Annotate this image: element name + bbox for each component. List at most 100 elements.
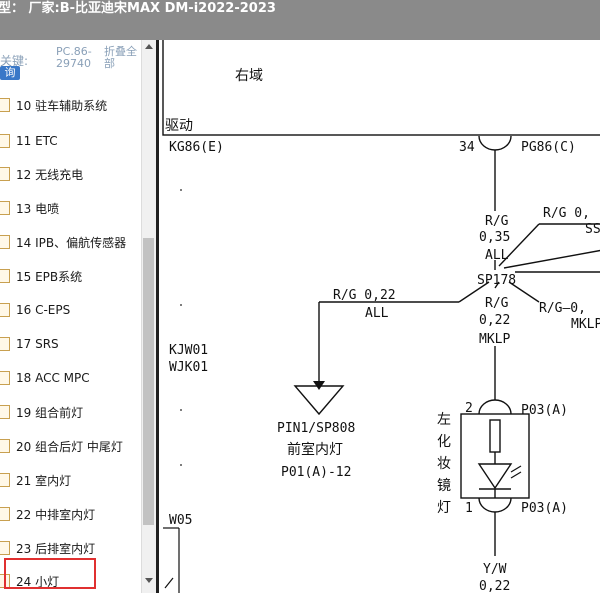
wire-mklp-right: MKLP: [571, 317, 600, 332]
circuit-tree-sidebar: 关键: 询 PC.86-29740 折叠全部 10 驻车辅助系统 11 ETC …: [0, 40, 156, 593]
wire-rg-mid: R/G: [485, 296, 509, 311]
window-title-bar: 型： 厂家:B-比亚迪宋MAX DM-i2022-2023: [0, 0, 600, 40]
wire-diag-up-right: [498, 223, 540, 267]
wire-all-left: ALL: [365, 306, 389, 321]
wire-rg-right-top: R/G 0,: [543, 206, 590, 221]
wire-yw-gauge: 0,22: [479, 579, 510, 593]
wiring-diagram-svg: 右域 驱动 KG86(E) 34 PG86(C) R/G 0,35 ALL R/…: [162, 40, 600, 593]
tree-item-21[interactable]: 21 室内灯: [0, 463, 140, 497]
tree-item-18[interactable]: 18 ACC MPC: [0, 361, 140, 395]
wire-gauge-mid: 0,22: [479, 313, 510, 328]
scrollbar-thumb[interactable]: [143, 238, 154, 525]
folder-icon: [0, 235, 10, 249]
tree-item-12[interactable]: 12 无线充电: [0, 157, 140, 191]
grid-dot: [180, 189, 182, 191]
wire-gauge-035: 0,35: [479, 230, 510, 245]
tree-item-label: 13 电喷: [16, 201, 60, 216]
led-ray-2: [510, 471, 522, 479]
pin-1-label: 1: [465, 501, 473, 516]
sidebar-scrollbar[interactable]: [141, 40, 156, 593]
tree-item-label: 19 组合前灯: [16, 405, 84, 420]
ground-w05-mark: [164, 577, 174, 589]
connector-pg86: PG86(C): [521, 140, 576, 155]
led-triangle: [477, 463, 513, 490]
tree-item-22[interactable]: 22 中排室内灯: [0, 497, 140, 531]
tree-item-15[interactable]: 15 EPB系统: [0, 259, 140, 293]
tree-item-19[interactable]: 19 组合前灯: [0, 395, 140, 429]
wire-color-rg: R/G: [485, 214, 509, 229]
tree-item-14[interactable]: 14 IPB、偏航传感器: [0, 225, 140, 259]
tree-item-label: 15 EPB系统: [16, 269, 83, 284]
wire-diag-left: [458, 281, 490, 303]
wire-to-right-ss: [503, 249, 600, 269]
search-row: 关键: 询 PC.86-29740 折叠全部: [0, 40, 140, 82]
tree-item-label: 24 小灯: [16, 574, 60, 589]
wire-ss-right: SS: [585, 222, 600, 237]
folder-icon: [0, 337, 10, 351]
keyword-label: 关键:: [0, 54, 29, 68]
window-title: 型： 厂家:B-比亚迪宋MAX DM-i2022-2023: [0, 1, 276, 16]
grid-dot: [180, 464, 182, 466]
tree-item-label: 12 无线充电: [16, 167, 84, 182]
wire-mklp-mid: MKLP: [479, 332, 510, 347]
keyword-value[interactable]: PC.86-29740: [56, 45, 92, 70]
tree-item-label: 10 驻车辅助系统: [16, 98, 108, 113]
tree-item-label: 14 IPB、偏航传感器: [16, 235, 127, 250]
connector-kg86: KG86(E): [169, 140, 224, 155]
pin-34-terminal: [478, 135, 512, 151]
grid-dot: [180, 409, 182, 411]
pin-1-terminal: [478, 497, 512, 513]
front-interior-lamp: 前室内灯: [287, 441, 343, 458]
folder-icon: [0, 201, 10, 215]
module-box: [162, 40, 600, 136]
lamp-char-1: 左: [437, 412, 451, 428]
tree-item-13[interactable]: 13 电喷: [0, 191, 140, 225]
tree-item-label: 22 中排室内灯: [16, 507, 96, 522]
folder-icon: [0, 167, 10, 181]
tree-item-label: 18 ACC MPC: [16, 371, 90, 385]
ground-triangle: [293, 385, 345, 416]
query-button[interactable]: 询: [0, 66, 20, 80]
wire-rg-o-right: R/G—0,: [539, 301, 586, 316]
tree-item-17[interactable]: 17 SRS: [0, 327, 140, 361]
tree-item-20[interactable]: 20 组合后灯 中尾灯: [0, 429, 140, 463]
selection-highlight: [4, 558, 96, 589]
splice-wjk01: WJK01: [169, 360, 208, 375]
folder-icon: [0, 134, 10, 148]
folder-icon: [0, 541, 10, 555]
tree-item-11[interactable]: 11 ETC: [0, 124, 140, 158]
connector-p01: P01(A)-12: [281, 465, 351, 480]
folder-icon: [0, 439, 10, 453]
scroll-up-icon[interactable]: [145, 44, 153, 49]
tree-item-label: 21 室内灯: [16, 473, 72, 488]
pin-34-label: 34: [459, 140, 475, 155]
tree-item-23[interactable]: 23 后排室内灯: [0, 531, 140, 565]
folder-icon: [0, 473, 10, 487]
tree-item-10[interactable]: 10 驻车辅助系统: [0, 88, 140, 122]
ground-arrow-head: [313, 381, 325, 390]
led-ray-1: [510, 465, 522, 473]
folder-icon: [0, 303, 10, 317]
folder-icon: [0, 269, 10, 283]
folder-icon: [0, 507, 10, 521]
scroll-down-icon[interactable]: [145, 578, 153, 583]
connector-p03-bottom: P03(A): [521, 501, 568, 516]
lamp-char-5: 灯: [437, 500, 451, 516]
fold-all-button[interactable]: 折叠全部: [104, 45, 137, 70]
wire-diag-right-low: [508, 281, 540, 303]
pin-2-label: 2: [465, 401, 473, 416]
tree-item-label: 23 后排室内灯: [16, 541, 96, 556]
tree-item-label: 11 ETC: [16, 134, 58, 148]
ground-w05: W05: [169, 513, 192, 528]
tree-item-16[interactable]: 16 C-EPS: [0, 293, 140, 327]
wire-mid-short: [494, 281, 500, 289]
lamp-char-4: 镜: [437, 478, 451, 494]
tree-item-label: 20 组合后灯 中尾灯: [16, 439, 123, 454]
wiring-diagram-canvas[interactable]: 右域 驱动 KG86(E) 34 PG86(C) R/G 0,35 ALL R/…: [156, 40, 600, 593]
resistor: [489, 419, 501, 453]
drive-label: 驱动: [165, 118, 193, 134]
tree-item-label: 16 C-EPS: [16, 303, 71, 317]
pin-2-terminal: [478, 399, 512, 415]
wire-all-top: ALL: [485, 248, 509, 263]
lamp-char-2: 化: [437, 434, 451, 450]
